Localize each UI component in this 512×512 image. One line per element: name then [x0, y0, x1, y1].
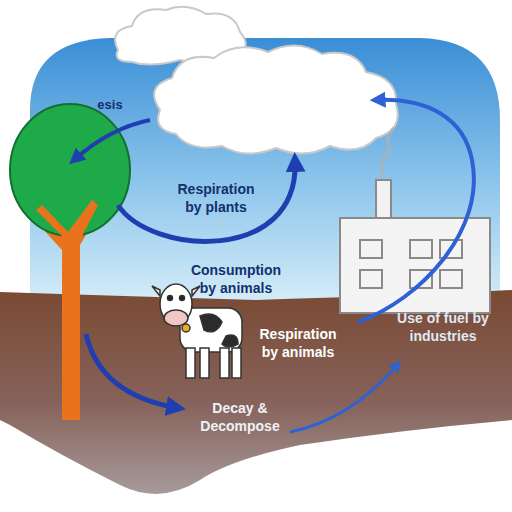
cycle-arrow: [358, 100, 474, 322]
cycle-label: esis: [88, 97, 132, 113]
cycle-arrow: [74, 120, 150, 160]
cycle-label: Consumption by animals: [184, 262, 288, 297]
cow: [152, 284, 242, 378]
cycle-label: Respiration by plants: [169, 181, 263, 216]
cloud: [154, 45, 398, 153]
cycle-label: Use of fuel by industries: [396, 310, 490, 345]
cycle-arrow: [86, 334, 178, 408]
tree: [10, 104, 130, 420]
cycle-label: Respiration by animals: [253, 326, 343, 361]
cycle-arrow: [118, 160, 295, 241]
cycle-arrow: [290, 364, 398, 432]
cycle-label: Decay & Decompose: [188, 400, 292, 435]
